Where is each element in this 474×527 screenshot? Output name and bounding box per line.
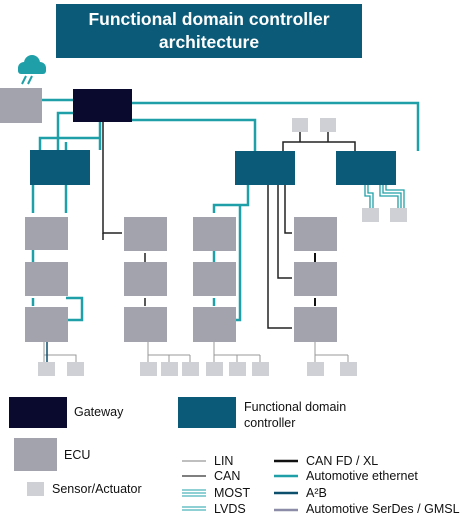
gateway-node xyxy=(73,89,132,122)
ecu-col1-links xyxy=(31,185,84,322)
legend-lvds-line xyxy=(182,506,206,511)
sensor-top-2 xyxy=(320,118,336,132)
legend-domain-controller-label: Functional domain controller xyxy=(244,399,346,431)
title-line-1: Functional domain controller xyxy=(88,9,330,29)
legend-gateway-label: Gateway xyxy=(74,405,124,419)
sensors-bottom xyxy=(38,362,357,376)
can-links xyxy=(102,122,356,329)
legend-domain-controller-label-line2: controller xyxy=(244,416,296,430)
legend-lin-label: LIN xyxy=(214,454,234,468)
ecu-col3-links xyxy=(212,205,242,322)
legend-sensor-label: Sensor/Actuator xyxy=(52,482,142,496)
serdes-links xyxy=(364,185,405,208)
legend-canfd-label: CAN FD / XL xyxy=(306,454,379,468)
legend-sensor-swatch xyxy=(27,482,44,496)
lin-links xyxy=(43,342,349,362)
legend-most-line xyxy=(182,489,206,497)
legend-ecu-label: ECU xyxy=(64,448,91,462)
legend-domain-controller-swatch xyxy=(178,397,236,428)
legend-ecu-swatch xyxy=(14,438,57,471)
legend-lvds-label: LVDS xyxy=(214,502,246,516)
legend-most-label: MOST xyxy=(214,486,251,500)
legend-gateway-swatch xyxy=(9,397,67,428)
legend-can-label: CAN xyxy=(214,469,241,483)
ecu-column-1 xyxy=(25,217,68,342)
ethernet-links xyxy=(31,98,420,213)
domain-controller-2 xyxy=(235,151,295,185)
legend-a2b-label: A²B xyxy=(306,486,327,500)
domain-controller-3 xyxy=(336,151,396,185)
sensor-right-1 xyxy=(362,208,379,222)
domain-controller-1 xyxy=(30,150,90,185)
ecu-column-2 xyxy=(124,217,167,342)
ecu-column-3 xyxy=(193,217,236,342)
cloud-ecu xyxy=(0,88,42,123)
ecu-column-4 xyxy=(294,217,337,342)
sensor-right-2 xyxy=(390,208,407,222)
legend-ethernet-label: Automotive ethernet xyxy=(306,469,418,483)
cloud-icon xyxy=(18,55,46,85)
legend-domain-controller-label-line1: Functional domain xyxy=(244,400,347,414)
legend-serdes-label: Automotive SerDes / GMSL xyxy=(306,502,460,516)
title-line-2: architecture xyxy=(158,32,260,52)
sensor-top-1 xyxy=(292,118,308,132)
diagram-title: Functional domain controller architectur… xyxy=(56,4,362,58)
